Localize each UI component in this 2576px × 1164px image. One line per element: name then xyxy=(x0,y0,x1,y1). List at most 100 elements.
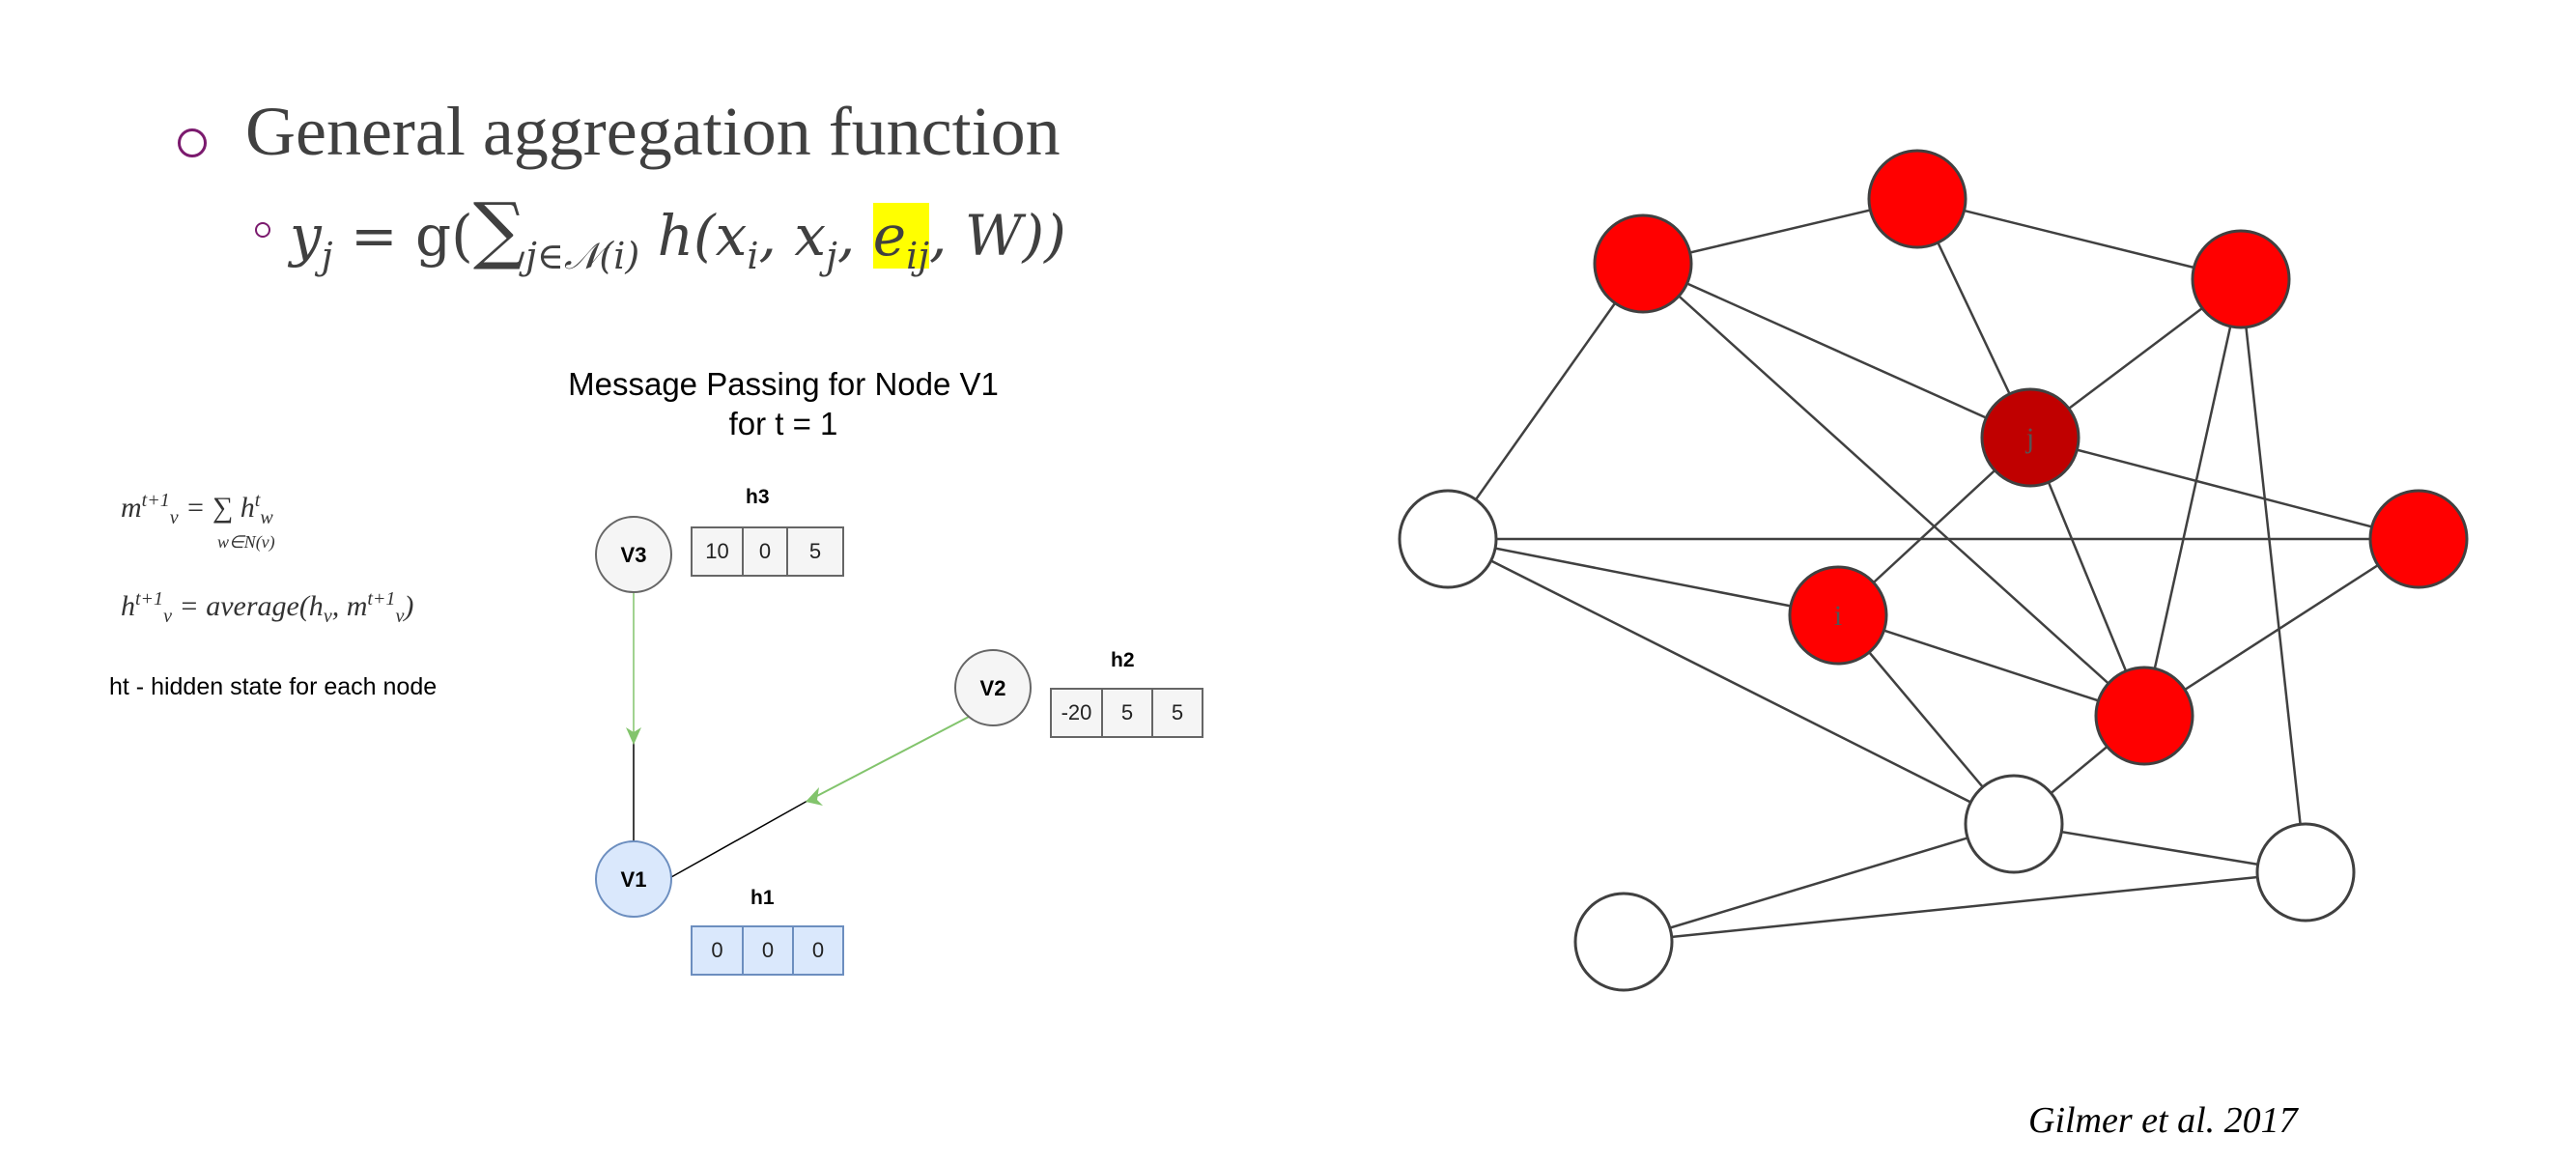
h2-label: h2 xyxy=(1111,649,1135,671)
graph-edge-a-w1 xyxy=(1446,263,1645,540)
graph-edge-w1-i xyxy=(1447,537,1839,617)
graph-node-i: i xyxy=(1788,565,1888,666)
h3-cell: 5 xyxy=(808,539,822,563)
graph-edge-w1-w2 xyxy=(1447,537,2015,826)
m-symbol: m xyxy=(121,492,142,524)
graph-node-label: i xyxy=(1834,600,1842,632)
graph-edge-c-w3 xyxy=(2239,278,2307,873)
m-sub: v xyxy=(169,507,179,528)
formula-sigma: ∑ xyxy=(472,186,526,272)
graph-node-r xyxy=(2368,489,2469,589)
graph-node-circle xyxy=(1867,149,1967,249)
update-formula: ht+1v = average(hv, mt+1v) xyxy=(121,589,413,626)
h2-cell: -20 xyxy=(1052,690,1103,736)
graph-node-w3 xyxy=(2255,822,2356,923)
arrowhead-v2-v1 xyxy=(806,787,823,806)
message-passing-edges xyxy=(626,593,970,878)
graph-edge-k-r xyxy=(2143,537,2420,718)
graph-node-circle xyxy=(1788,565,1888,666)
graph-edge-b-c xyxy=(1916,197,2242,281)
arrowhead-v3-v1 xyxy=(626,727,641,745)
title-line-2: for t = 1 xyxy=(728,406,838,441)
h3-vector: 10 0 5 xyxy=(691,526,844,577)
h3-cell: 0 xyxy=(744,528,788,575)
h1-label: h1 xyxy=(750,887,775,909)
graph-edge-i-k xyxy=(1837,613,2145,718)
graph-node-circle xyxy=(1593,213,1693,314)
graph-edge-w4-w3 xyxy=(1623,870,2307,944)
formula-tail: , W)) xyxy=(929,203,1066,269)
graph-node-circle xyxy=(2191,229,2291,329)
node-v1-label: V1 xyxy=(621,867,647,892)
formula-eq: = g( xyxy=(332,203,473,269)
graph-node-c xyxy=(2191,229,2291,329)
graph-node-circle xyxy=(1964,774,2064,874)
bullet-circle-icon xyxy=(178,128,207,157)
formula-eij-highlight: eij xyxy=(872,203,930,274)
graph-node-w1 xyxy=(1398,489,1498,589)
node-v3-circle xyxy=(595,516,672,593)
h-close: ) xyxy=(404,590,414,622)
h-rhs-sub: v xyxy=(323,606,332,627)
hidden-state-note: ht - hidden state for each node xyxy=(109,673,438,700)
formula-y-sub: j xyxy=(321,235,333,277)
node-v2-label: V2 xyxy=(980,676,1006,700)
h-rhs: = average(h xyxy=(171,590,324,622)
h2-vector: -20 5 5 xyxy=(1050,688,1203,738)
formula-xi-sub: i xyxy=(747,235,759,277)
graph-illustration: ji xyxy=(1398,149,2469,992)
slide-title: General aggregation function xyxy=(245,93,1061,170)
sub-bullet-circle-icon xyxy=(255,222,270,238)
h-sup: t+1 xyxy=(135,588,164,610)
graph-edge-a-j xyxy=(1642,262,2031,440)
h-rhs2: , m xyxy=(331,590,368,622)
graph-node-a xyxy=(1593,213,1693,314)
h1-vector: 0 0 0 xyxy=(691,925,844,976)
title-line-1: Message Passing for Node V1 xyxy=(568,366,999,402)
graph-node-k xyxy=(2094,666,2194,766)
graph-node-circle xyxy=(1573,892,1674,992)
formula-e: e xyxy=(872,203,907,269)
h3-cell: 10 xyxy=(693,528,744,575)
formula-e-sub: ij xyxy=(906,235,930,277)
graph-edge-j-r xyxy=(2029,436,2420,541)
m-rhs-sup: t xyxy=(254,490,261,511)
graph-node-label: j xyxy=(2025,422,2034,454)
node-v2[interactable]: V2 xyxy=(954,649,1032,726)
h3-label: h3 xyxy=(746,486,770,508)
h1-cell: 0 xyxy=(811,938,825,962)
h-rhs2-sub: v xyxy=(395,606,405,627)
graph-edge-j-k xyxy=(2028,437,2146,717)
formula-comma: , xyxy=(836,203,873,269)
node-v3[interactable]: V3 xyxy=(595,516,672,593)
h-sub: v xyxy=(163,606,172,627)
graph-node-w4 xyxy=(1573,892,1674,992)
message-v2-v1 xyxy=(812,716,970,799)
graph-node-circle xyxy=(2094,666,2194,766)
formula-xj: , x xyxy=(758,203,827,269)
sum-range: w∈N(v) xyxy=(217,532,275,552)
message-passing-title: Message Passing for Node V1 for t = 1 xyxy=(541,364,1026,443)
h-rhs2-sup: t+1 xyxy=(367,588,396,610)
graph-edge-c-k xyxy=(2142,278,2243,717)
citation: Gilmer et al. 2017 xyxy=(2028,1100,2298,1141)
graph-edge-a-k xyxy=(1642,263,2145,717)
m-sup: t+1 xyxy=(141,490,170,511)
message-formula: mt+1v = ∑ htw w∈N(v) xyxy=(121,490,275,551)
graph-edge-w2-w4 xyxy=(1623,822,2015,944)
node-v3-label: V3 xyxy=(621,543,647,567)
m-rhs: = ∑ h xyxy=(178,492,255,524)
graph-node-j: j xyxy=(1980,387,2081,488)
h1-cell: 0 xyxy=(744,927,794,974)
graph-node-circle xyxy=(1398,489,1498,589)
h-symbol: h xyxy=(121,590,135,622)
graph-node-w2 xyxy=(1964,774,2064,874)
node-v2-circle xyxy=(954,649,1032,726)
graph-node-circle xyxy=(2255,822,2356,923)
h1-cell: 0 xyxy=(693,927,744,974)
node-v1[interactable]: V1 xyxy=(595,840,672,918)
graph-node-b xyxy=(1867,149,1967,249)
aggregation-formula: yj = g(∑j∈𝒩(i) h(xi, xj, eij, W)) xyxy=(290,193,1066,277)
h2-cell: 5 xyxy=(1171,700,1184,724)
